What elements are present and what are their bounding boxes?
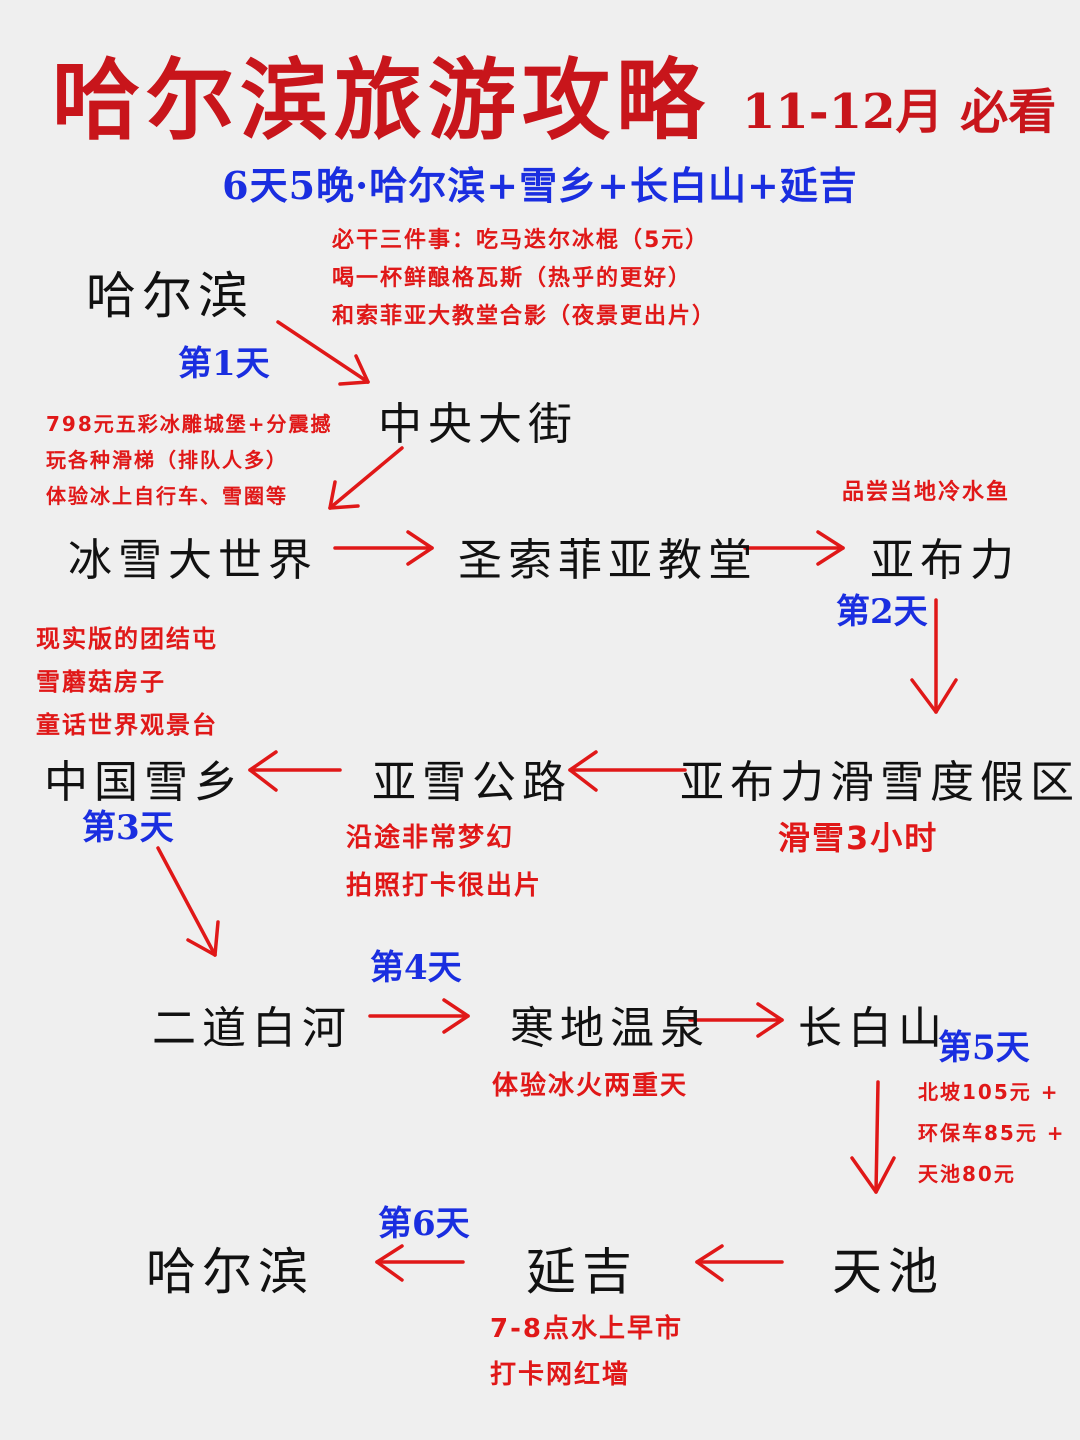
note-line: 品尝当地冷水鱼	[842, 480, 1011, 505]
note-changbai-tickets: 北坡105元 + 环保车85元 + 天池80元	[918, 1072, 1066, 1195]
place-changbai-mountain: 长白山	[798, 1003, 948, 1054]
place-hot-spring: 寒地温泉	[510, 1003, 710, 1054]
note-line: 必干三件事：吃马迭尔冰棍（5元）	[332, 228, 710, 253]
arrow-yaxue-to-xuexiang	[248, 750, 342, 792]
arrow-hanfeng-to-changbai	[688, 1002, 784, 1038]
note-line: 玩各种滑梯（排队人多）	[46, 448, 288, 472]
day-2-label: 第2天	[836, 592, 928, 632]
note-ice-snow-world: 798元五彩冰雕城堡+分震撼 玩各种滑梯（排队人多） 体验冰上自行车、雪圈等	[46, 406, 333, 514]
arrow-harbin-to-zhongyang	[276, 320, 370, 386]
day-6-label: 第6天	[378, 1204, 470, 1244]
arrow-ski-to-yaxue	[568, 750, 687, 792]
arrow-tianchi-to-yanji	[695, 1244, 784, 1282]
place-st-sophia-church: 圣索菲亚教堂	[458, 535, 758, 586]
note-line: 798元五彩冰雕城堡+分震撼	[46, 412, 333, 436]
page-subtitle: 6天5晚·哈尔滨+雪乡+长白山+延吉	[222, 163, 858, 208]
place-yabuli-ski-resort: 亚布力滑雪度假区	[680, 757, 1080, 808]
place-snow-town: 中国雪乡	[44, 757, 244, 808]
place-erdaobaihe: 二道白河	[152, 1003, 352, 1054]
place-harbin-start: 哈尔滨	[86, 267, 254, 325]
place-yanji: 延吉	[526, 1243, 638, 1301]
note-line: 打卡网红墙	[490, 1360, 631, 1390]
day-1-label: 第1天	[178, 344, 270, 384]
note-line: 童话世界观景台	[36, 711, 218, 739]
day-4-label: 第4天	[370, 948, 462, 988]
day-3-label: 第3天	[82, 808, 174, 848]
place-yaxue-road: 亚雪公路	[372, 757, 572, 808]
arrow-bingxue-to-sophia	[333, 530, 434, 566]
note-snow-town: 现实版的团结屯 雪蘑菇房子 童话世界观景台	[36, 618, 218, 747]
place-tianchi: 天池	[832, 1243, 944, 1301]
note-yaxue-road: 沿途非常梦幻 拍照打卡很出片	[346, 814, 542, 910]
arrow-changbai-to-tianchi	[850, 1080, 896, 1194]
place-zhongyang-street: 中央大街	[378, 399, 578, 450]
place-yabuli: 亚布力	[870, 535, 1020, 586]
note-line: 现实版的团结屯	[36, 625, 218, 653]
note-line: 体验冰火两重天	[492, 1071, 689, 1101]
arrow-sophia-to-yabuli	[743, 530, 845, 566]
place-harbin-end: 哈尔滨	[146, 1243, 314, 1301]
arrow-zhongyang-to-bingxue	[328, 446, 404, 510]
title-month: 11-12月 必看	[742, 84, 1057, 140]
note-line: 和索菲亚大教堂合影（夜景更出片）	[332, 304, 717, 329]
arrow-erdao-to-hanfeng	[368, 998, 470, 1034]
arrow-yanji-to-harbin	[375, 1244, 465, 1282]
note-yabuli: 品尝当地冷水鱼	[842, 474, 1010, 512]
arrow-xuexiang-to-erdao	[156, 846, 220, 957]
day-5-label: 第5天	[938, 1028, 1030, 1068]
note-yanji: 7-8点水上早市 打卡网红墙	[490, 1306, 683, 1398]
note-hot-spring: 体验冰火两重天	[492, 1062, 688, 1110]
note-line: 喝一杯鲜酿格瓦斯（热乎的更好）	[332, 266, 693, 291]
note-line: 拍照打卡很出片	[346, 871, 543, 901]
note-line: 雪蘑菇房子	[36, 668, 166, 696]
note-zhongyang: 必干三件事：吃马迭尔冰棍（5元） 喝一杯鲜酿格瓦斯（热乎的更好） 和索菲亚大教堂…	[332, 222, 716, 336]
note-line: 沿途非常梦幻	[346, 823, 515, 853]
note-ski: 滑雪3小时	[778, 814, 938, 862]
note-line: 环保车85元 +	[918, 1121, 1066, 1145]
place-ice-snow-world: 冰雪大世界	[68, 535, 318, 586]
note-line: 天池80元	[918, 1162, 1016, 1186]
note-line: 7-8点水上早市	[490, 1314, 683, 1344]
page-title: 哈尔滨旅游攻略	[52, 48, 711, 152]
note-line: 北坡105元 +	[918, 1080, 1060, 1104]
note-line: 滑雪3小时	[778, 819, 939, 857]
note-line: 体验冰上自行车、雪圈等	[46, 484, 288, 508]
arrow-yabuli-to-ski	[910, 598, 958, 714]
